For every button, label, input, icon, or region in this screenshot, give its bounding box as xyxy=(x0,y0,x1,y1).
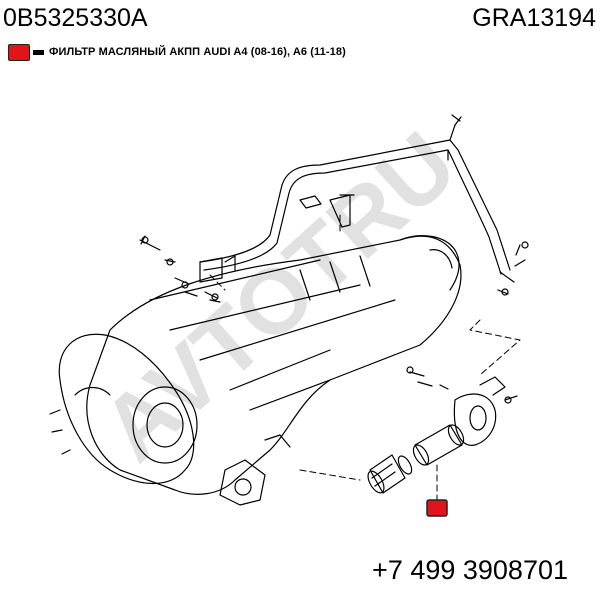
part-number-primary: 0B5325330A xyxy=(3,4,148,32)
output-flange xyxy=(219,434,291,506)
legend: ФИЛЬТР МАСЛЯНЫЙ АКПП AUDI A4 (08-16), A6… xyxy=(8,42,346,62)
transmission-exploded-diagram: AVTOTRU xyxy=(49,113,529,517)
line-brackets xyxy=(139,194,529,303)
watermark-logo: AVTOTRU xyxy=(83,113,475,481)
legend-caption: ФИЛЬТР МАСЛЯНЫЙ АКПП AUDI A4 (08-16), A6… xyxy=(49,46,346,58)
bell-housing xyxy=(49,333,198,485)
oil-cooler-lines xyxy=(199,114,511,275)
o-ring xyxy=(397,455,413,475)
oil-filter-element xyxy=(412,424,465,466)
assembly-guide-lines xyxy=(209,214,521,501)
transmission-housing xyxy=(86,235,462,495)
filter-highlight-marker xyxy=(426,499,448,517)
filter-cap xyxy=(367,454,406,494)
oil-filter-housing xyxy=(406,366,518,446)
contact-phone: +7 499 3908701 xyxy=(372,555,568,585)
svg-text:AVTOTRU: AVTOTRU xyxy=(83,113,475,481)
highlight-marker-icon xyxy=(8,43,30,61)
legend-dash-icon xyxy=(33,49,44,55)
part-number-cross-reference: GRA13194 xyxy=(472,4,596,32)
